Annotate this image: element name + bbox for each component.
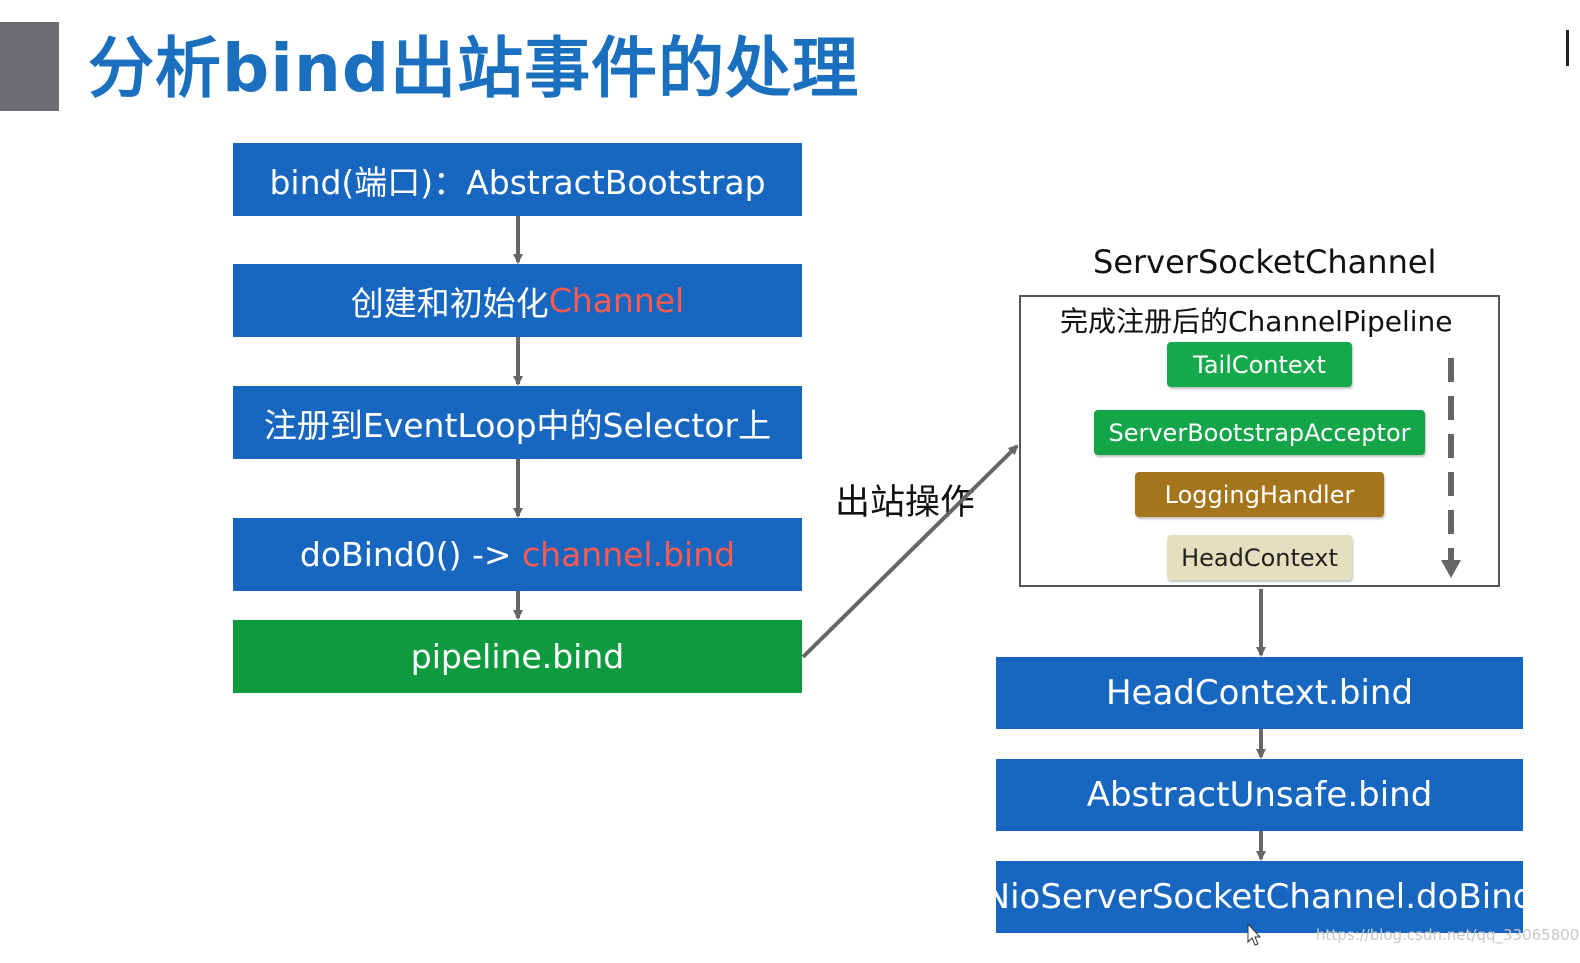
handler-logging: LoggingHandler: [1135, 472, 1384, 517]
handler-acceptor-label: ServerBootstrapAcceptor: [1108, 418, 1411, 447]
pipeline-title: 完成注册后的ChannelPipeline: [1060, 305, 1453, 338]
step-dobind0-label: doBind0() ->: [299, 535, 523, 574]
outbound-direction-arrowhead: [1441, 560, 1461, 578]
step-bind-port-label: bind(端口)：AbstractBootstrap: [269, 162, 766, 202]
handler-tail-context: TailContext: [1167, 342, 1352, 387]
handler-server-bootstrap-acceptor: ServerBootstrapAcceptor: [1094, 410, 1425, 455]
step-nio-dobind: NioServerSocketChannel.doBind: [985, 861, 1534, 933]
handler-head-context: HeadContext: [1167, 535, 1352, 580]
handler-tail-context-label: TailContext: [1193, 350, 1326, 379]
handler-logging-label: LoggingHandler: [1164, 480, 1355, 509]
step-create-channel-label: 创建和初始化: [350, 283, 549, 323]
step-nio-dobind-label: NioServerSocketChannel.doBind: [984, 877, 1535, 917]
outbound-label: 出站操作: [835, 483, 976, 523]
step-pipeline-bind: pipeline.bind: [233, 620, 802, 693]
step-pipeline-bind-label: pipeline.bind: [410, 637, 625, 676]
handler-head-context-label: HeadContext: [1181, 543, 1338, 572]
step-abstractunsafe-bind-label: AbstractUnsafe.bind: [1086, 775, 1433, 815]
slide-title: 分析bind出站事件的处理: [88, 30, 860, 107]
channel-title: ServerSocketChannel: [1093, 243, 1437, 281]
step-headcontext-bind: HeadContext.bind: [996, 657, 1523, 729]
step-register-selector: 注册到EventLoop中的Selector上: [233, 386, 802, 459]
watermark: https://blog.csdn.net/qq_33065800: [1316, 926, 1580, 944]
edge-marker: [1566, 30, 1569, 66]
cursor-icon: [1247, 922, 1262, 946]
step-bind-port: bind(端口)：AbstractBootstrap: [233, 143, 802, 216]
step-create-channel-highlight: Channel: [548, 281, 685, 320]
step-abstractunsafe-bind: AbstractUnsafe.bind: [996, 759, 1523, 831]
step-dobind0-highlight: channel.bind: [522, 535, 736, 574]
arrow-outbound: [801, 444, 1019, 659]
step-headcontext-bind-label: HeadContext.bind: [1105, 673, 1414, 713]
step-dobind0: doBind0() -> channel.bind: [233, 518, 802, 591]
title-accent-bar: [0, 22, 59, 111]
step-register-selector-label: 注册到EventLoop中的Selector上: [263, 405, 772, 445]
